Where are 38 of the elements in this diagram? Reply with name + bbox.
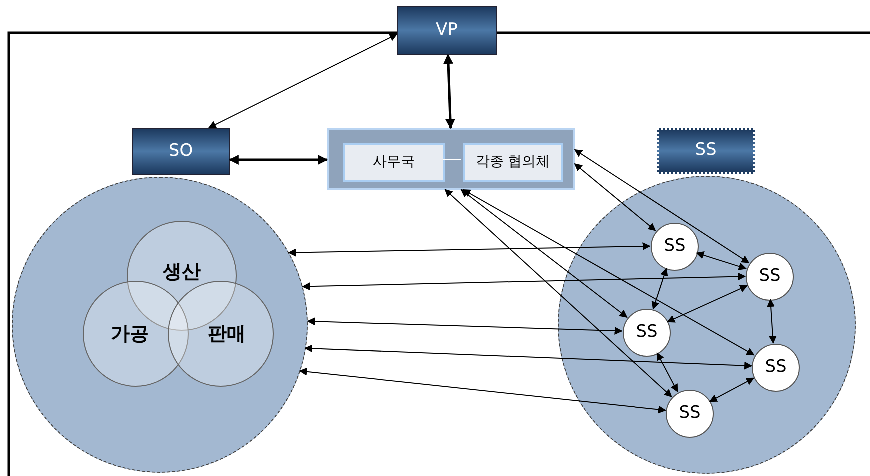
node-label: SO bbox=[168, 140, 194, 163]
node-label: 가공 bbox=[111, 322, 150, 347]
arrow bbox=[574, 149, 750, 264]
node-label: SS bbox=[679, 402, 701, 426]
arrow bbox=[228, 155, 328, 165]
arrow bbox=[652, 268, 668, 310]
node-label: SS bbox=[695, 139, 717, 162]
title-box bbox=[132, 128, 230, 175]
arrow bbox=[460, 189, 628, 318]
arrow bbox=[302, 272, 746, 291]
node-label: SS bbox=[664, 235, 686, 258]
group-frame bbox=[327, 128, 575, 190]
process-box bbox=[343, 143, 445, 182]
process-box bbox=[463, 143, 563, 182]
arrow bbox=[666, 285, 748, 323]
arrow bbox=[444, 189, 672, 398]
arrow bbox=[288, 242, 651, 257]
arrow bbox=[709, 378, 755, 402]
arrow bbox=[462, 189, 755, 356]
node-label: SS bbox=[759, 265, 781, 288]
node-label: 각종 협의체 bbox=[476, 154, 550, 172]
arrow bbox=[299, 368, 666, 414]
arrow bbox=[208, 34, 398, 129]
arrow bbox=[696, 252, 747, 270]
arrow bbox=[656, 352, 678, 392]
arrow bbox=[307, 318, 623, 335]
arrow bbox=[444, 54, 456, 130]
node-label: 판매 bbox=[207, 322, 246, 347]
node-label: SS bbox=[765, 356, 787, 380]
node-label: VP bbox=[436, 18, 458, 42]
arrow bbox=[767, 299, 777, 344]
arrow bbox=[574, 164, 656, 232]
node-label: SS bbox=[636, 321, 658, 344]
title-box bbox=[657, 128, 755, 174]
title-box bbox=[397, 6, 497, 55]
arrow bbox=[304, 344, 753, 370]
node-label: 생산 bbox=[163, 260, 201, 285]
node-label: 사무국 bbox=[373, 153, 415, 172]
